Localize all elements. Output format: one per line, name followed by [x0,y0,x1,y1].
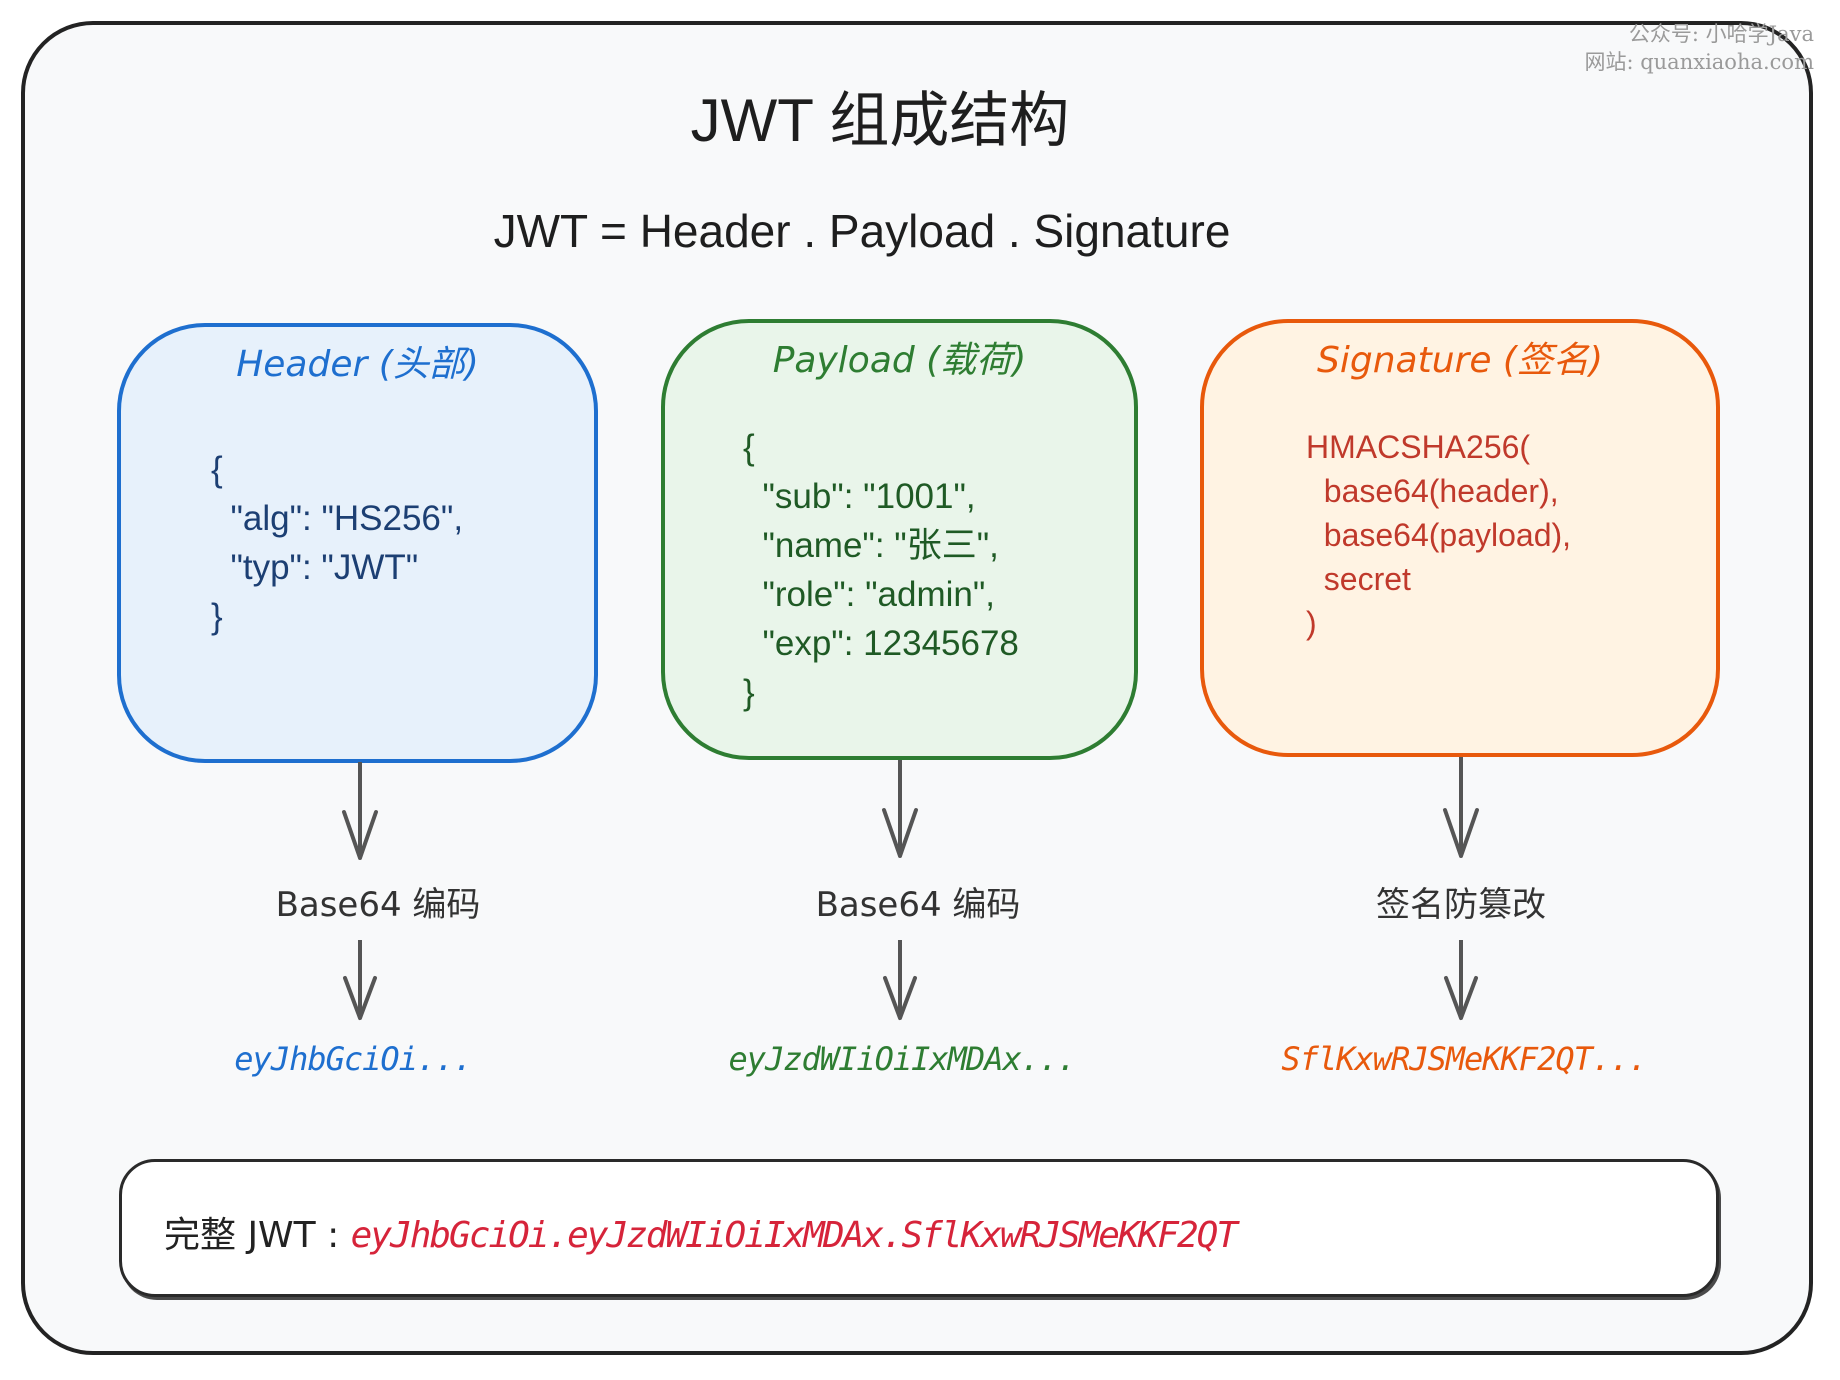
watermark-website: 网站: quanxiaoha.com [1584,50,1814,74]
arrow-down-icon [1443,757,1479,858]
payload-card: Payload (载荷) { "sub": "1001", "name": "张… [661,319,1138,760]
full-jwt-value: eyJhbGciOi.eyJzdWIiOiIxMDAx.SflKxwRJSMeK… [350,1215,1238,1256]
payload-json: { "sub": "1001", "name": "张三", "role": "… [743,428,1019,712]
header-encoded-token: eyJhbGciOi... [234,1040,472,1078]
arrow-down-icon [882,760,918,858]
watermark: 公众号: 小哈学Java 网站: quanxiaoha.com [1584,20,1814,76]
header-json: { "alg": "HS256", "typ": "JWT" } [211,450,464,636]
signature-card: Signature (签名) HMACSHA256( base64(header… [1200,319,1720,757]
signature-card-title: Signature (签名) [1317,340,1603,381]
jwt-formula: JWT = Header . Payload . Signature [493,205,1231,257]
full-jwt-box: 完整 JWT : eyJhbGciOi.eyJzdWIiOiIxMDAx.Sfl… [119,1159,1719,1297]
header-step-label: Base64 编码 [275,885,481,925]
full-jwt-line: 完整 JWT : eyJhbGciOi.eyJzdWIiOiIxMDAx.Sfl… [164,1206,1238,1258]
arrow-down-icon [883,940,917,1020]
payload-encoded-token: eyJzdWIiOiIxMDAx... [728,1040,1076,1078]
payload-step-label: Base64 编码 [815,885,1021,925]
arrow-down-icon [343,940,377,1020]
header-card-title: Header (头部) [236,344,479,385]
full-jwt-label: 完整 JWT : [164,1215,351,1256]
arrow-down-icon [342,762,378,860]
signature-token: SflKxwRJSMeKKF2QT... [1281,1040,1647,1078]
diagram-title: JWT 组成结构 [690,87,1070,154]
header-card: Header (头部) { "alg": "HS256", "typ": "JW… [117,323,598,763]
signature-formula: HMACSHA256( base64(header), base64(paylo… [1306,429,1572,641]
payload-card-title: Payload (载荷) [772,340,1027,381]
arrow-down-icon [1444,940,1478,1020]
signature-step-label: 签名防篡改 [1376,885,1546,925]
watermark-account: 公众号: 小哈学Java [1628,22,1814,46]
